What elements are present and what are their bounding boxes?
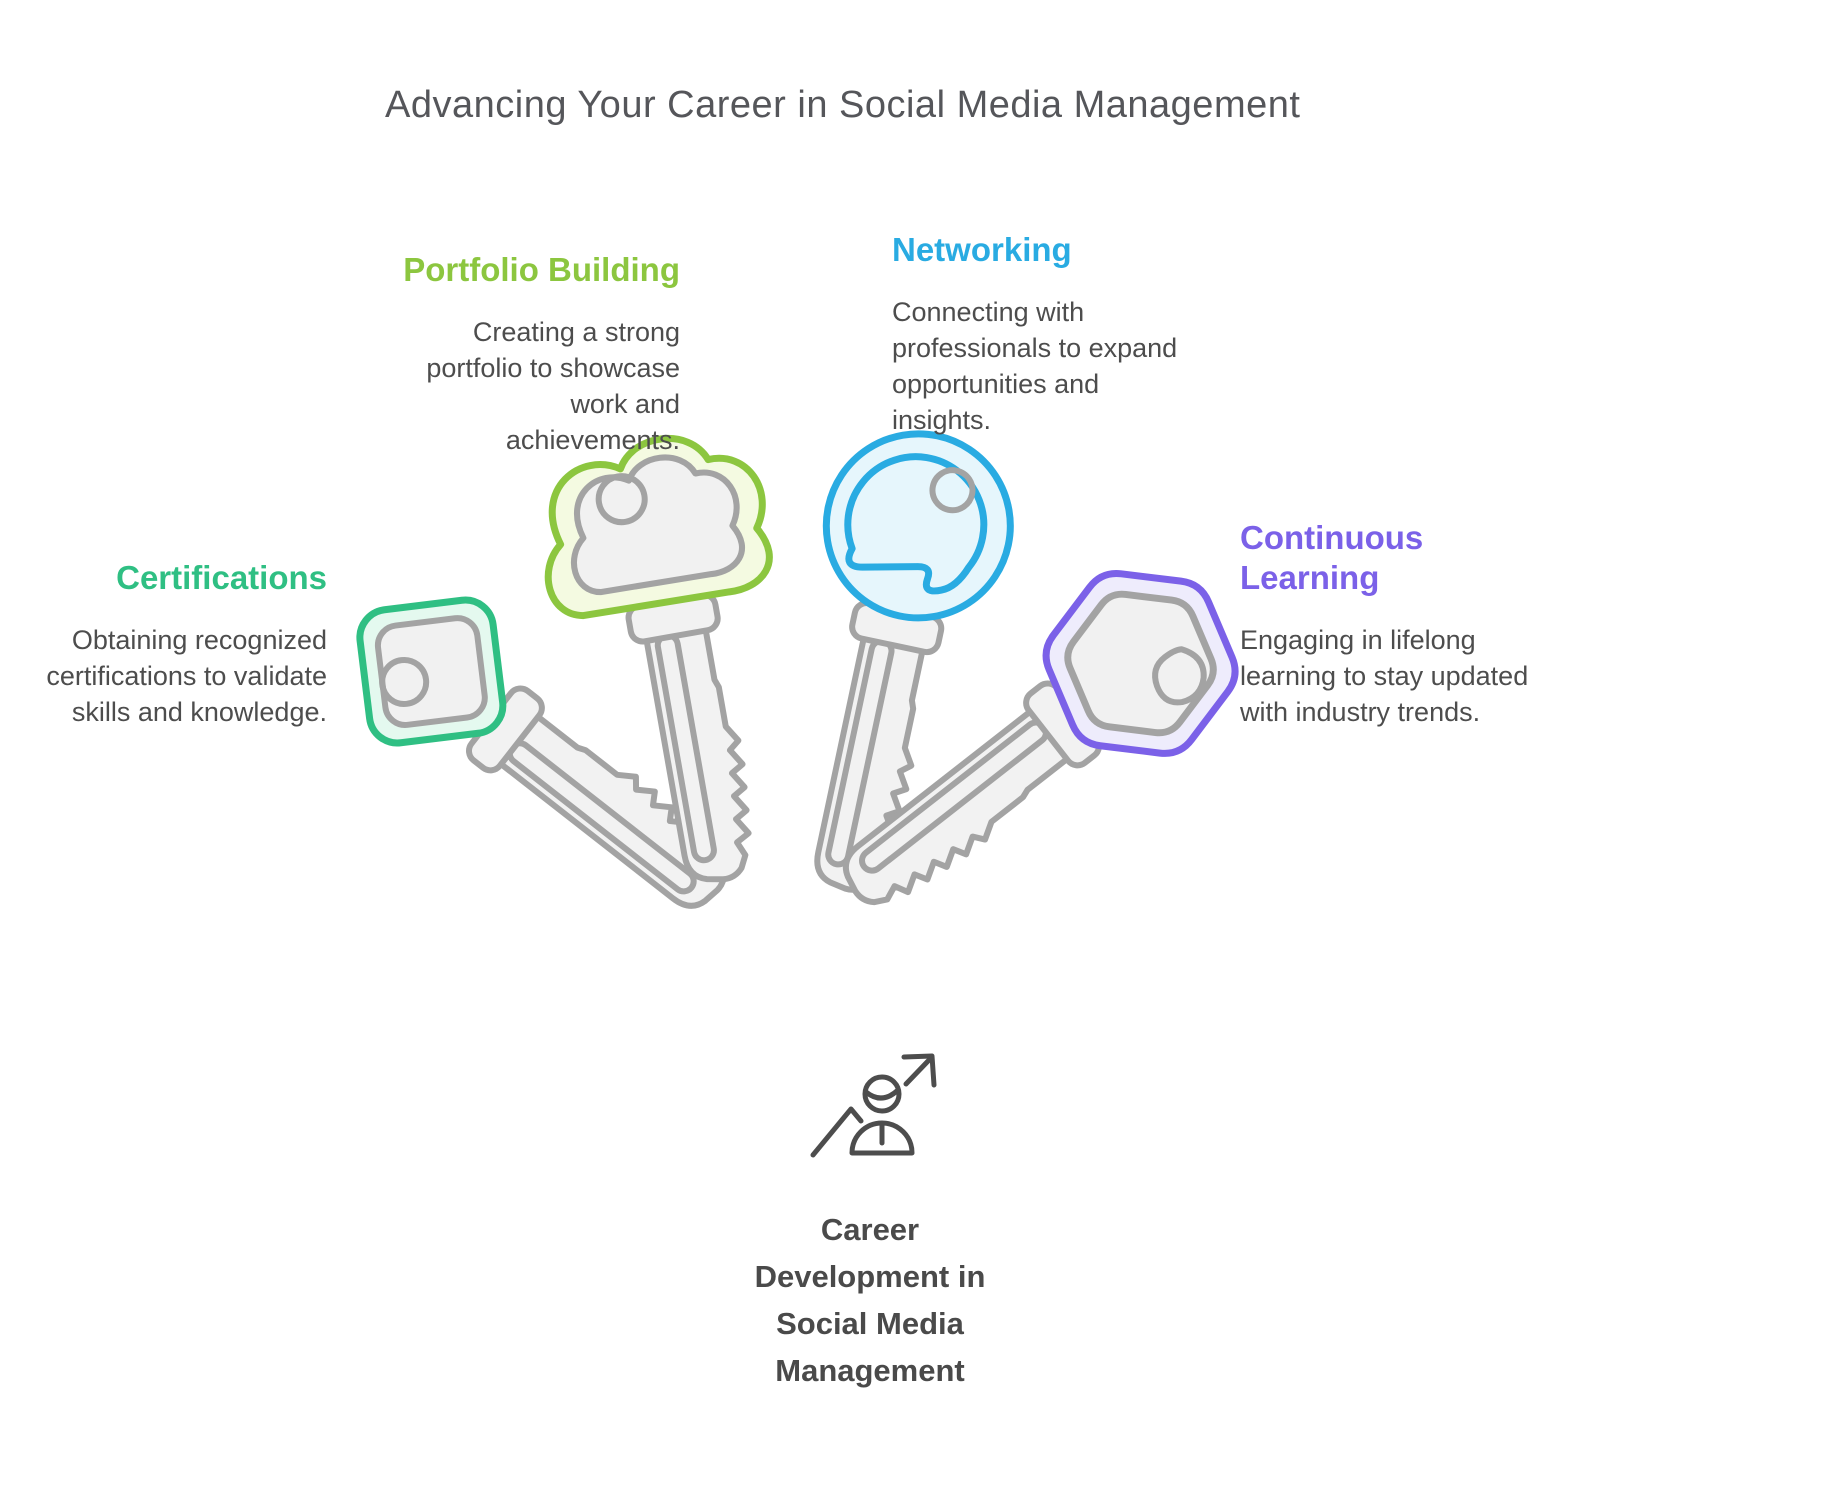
center-label-line: Management xyxy=(775,1353,965,1388)
section-portfolio-building: Portfolio Building Creating a strong por… xyxy=(390,250,680,458)
center-label-line: Social Media xyxy=(776,1306,964,1341)
certifications-title: Certifications xyxy=(116,559,327,596)
networking-title: Networking xyxy=(892,231,1072,268)
round-key-icon xyxy=(751,430,1014,907)
continuous-learning-title: Continuous Learning xyxy=(1240,519,1424,596)
continuous-learning-description: Engaging in lifelong learning to stay up… xyxy=(1240,625,1529,727)
page-title: Advancing Your Career in Social Media Ma… xyxy=(385,84,1301,126)
section-continuous-learning: Continuous Learning Engaging in lifelong… xyxy=(1240,518,1560,730)
certifications-description: Obtaining recognized certifications to v… xyxy=(46,625,327,727)
section-networking: Networking Connecting with professionals… xyxy=(892,230,1182,438)
center-label: Career Development in Social Media Manag… xyxy=(720,1206,1020,1394)
portfolio-building-title: Portfolio Building xyxy=(403,251,680,288)
center-label-line: Career xyxy=(820,1212,920,1247)
center-label-line: Development in xyxy=(754,1259,986,1294)
square-key-icon xyxy=(356,596,773,968)
hexagon-key-icon xyxy=(796,570,1239,961)
section-certifications: Certifications Obtaining recognized cert… xyxy=(17,558,327,730)
networking-description: Connecting with professionals to expand … xyxy=(892,297,1178,435)
person-with-rising-arrow-icon xyxy=(810,1053,937,1158)
portfolio-building-description: Creating a strong portfolio to showcase … xyxy=(426,317,680,455)
cloud-key-icon xyxy=(544,434,773,900)
